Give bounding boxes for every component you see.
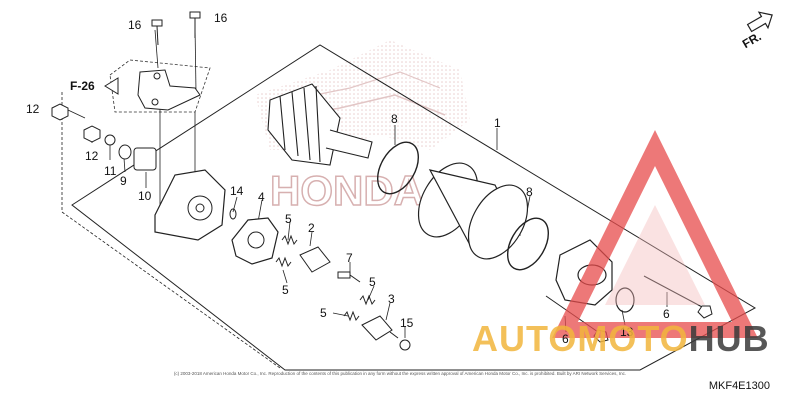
front-direction-arrow	[746, 11, 773, 33]
callout-8b: 8	[526, 185, 533, 199]
bolt-16a	[151, 19, 163, 46]
subassembly-outline	[61, 92, 281, 369]
o-ring-13	[615, 287, 635, 313]
brush-3	[361, 315, 393, 341]
callout-5b: 5	[282, 283, 289, 297]
callout-12a: 12	[26, 102, 40, 116]
callout-8a: 8	[391, 112, 398, 126]
terminal-bolt-7	[337, 271, 361, 283]
spring-5a	[281, 234, 298, 246]
yoke	[417, 162, 529, 260]
bolt-16b	[189, 11, 201, 38]
spring-5c	[359, 294, 376, 306]
diagram-code: MKF4E1300	[708, 380, 770, 392]
stay-outline	[109, 59, 211, 113]
brush-holder-4	[231, 217, 279, 265]
direction-label: FR.	[740, 29, 764, 51]
long-bolt-6b	[643, 275, 713, 319]
callout-3: 3	[388, 292, 395, 306]
callout-4: 4	[258, 190, 265, 204]
rear-cover	[154, 169, 226, 241]
watermark-part2: HUB	[688, 318, 770, 359]
callout-5c: 5	[369, 275, 376, 289]
callout-16a: 16	[128, 18, 142, 32]
callout-15: 15	[400, 316, 414, 330]
brush-2	[299, 246, 331, 273]
callout-14: 14	[230, 184, 244, 198]
callout-10: 10	[138, 189, 152, 203]
callout-7: 7	[346, 251, 353, 265]
automotohub-watermark: AUTOMOTOHUB	[472, 318, 770, 360]
leader-lines	[67, 24, 668, 338]
callout-11: 11	[104, 164, 117, 178]
callout-1: 1	[494, 116, 501, 130]
screw-15	[389, 331, 411, 351]
spring-5b	[275, 256, 292, 268]
copyright-notice: (c) 2003-2018 American Honda Motor Co., …	[173, 371, 627, 376]
nut-9	[118, 144, 132, 160]
stay-bracket	[137, 69, 201, 111]
callout-5a: 5	[285, 212, 292, 226]
callout-2: 2	[308, 221, 315, 235]
callout-6b: 6	[663, 307, 670, 321]
spring-5d	[343, 310, 360, 322]
watermark-part1: AUTOMOTO	[472, 318, 689, 359]
brand-triangle-watermark	[552, 129, 758, 338]
callout-16b: 16	[214, 11, 228, 25]
ref-label-f26: F-26	[70, 79, 95, 93]
armature	[267, 83, 373, 166]
callout-12b: 12	[85, 149, 99, 163]
terminal-10	[133, 147, 157, 171]
callout-6a: 6	[562, 332, 569, 346]
nut-12b	[83, 125, 101, 143]
washer-11	[104, 134, 116, 146]
assembly-outline	[71, 44, 757, 371]
callout-5d: 5	[320, 306, 327, 320]
o-ring-8a	[376, 141, 420, 195]
ref-arrow	[104, 77, 119, 95]
callout-13: 13	[620, 325, 634, 339]
o-ring-8b	[506, 217, 550, 271]
nut-12a	[51, 103, 69, 121]
callout-9: 9	[120, 174, 127, 188]
o-ring-14	[229, 208, 237, 220]
